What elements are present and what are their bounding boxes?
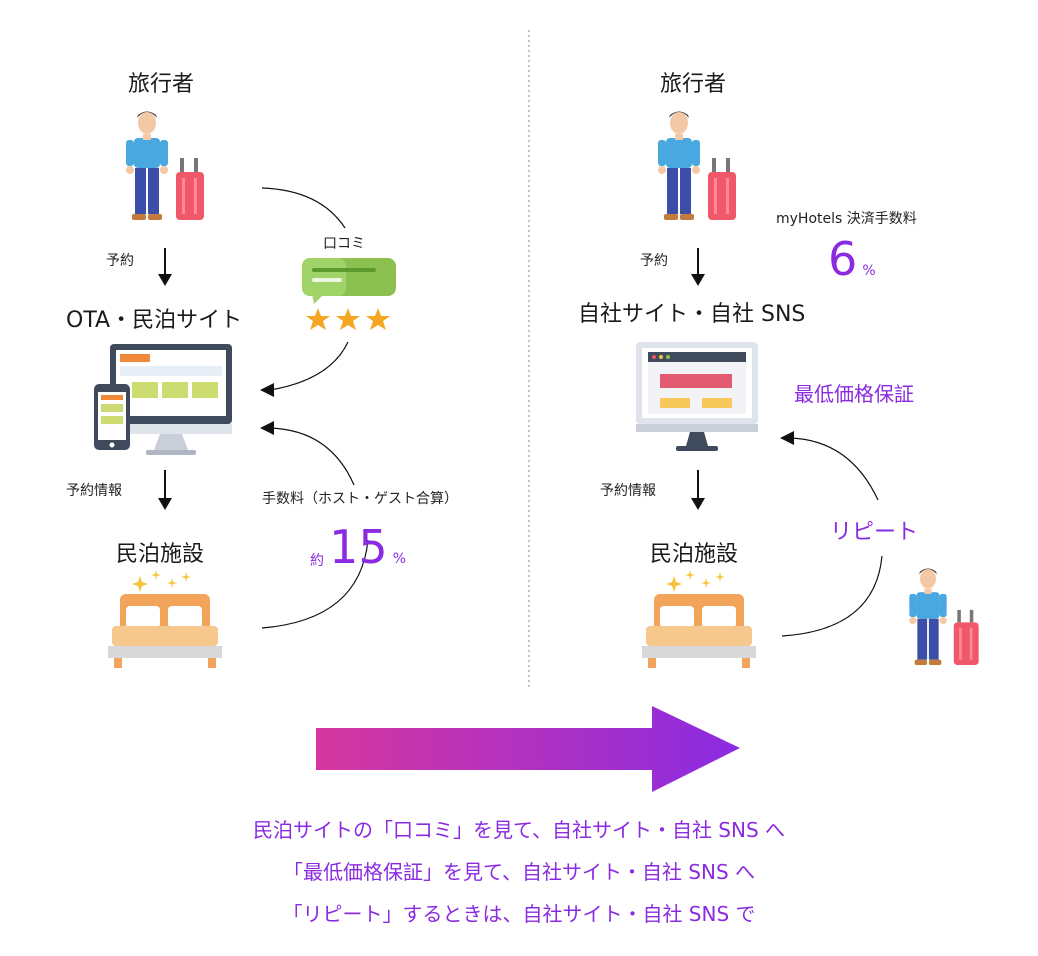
sparkle-icon xyxy=(666,570,725,592)
left-curves xyxy=(260,187,369,629)
left-reserve-info-label: 予約情報 xyxy=(66,483,122,499)
caption-line-1: 民泊サイトの「口コミ」を見て、自社サイト・自社 SNS へ xyxy=(252,818,786,842)
caption-line-2: 「最低価格保証」を見て、自社サイト・自社 SNS へ xyxy=(282,860,756,884)
left-facility-label: 民泊施設 xyxy=(116,542,205,567)
fee-unit: % xyxy=(392,551,407,567)
bed-icon xyxy=(108,570,222,668)
left-arrow-down-1 xyxy=(158,248,172,286)
settlement-unit: % xyxy=(862,263,876,279)
own-site-title: 自社サイト・自社 SNS xyxy=(578,302,806,327)
sparkle-icon xyxy=(132,570,191,592)
reviews-label: 口コミ xyxy=(323,236,365,252)
left-reserve-label: 予約 xyxy=(106,253,134,269)
repeat-label: リピート xyxy=(830,520,919,545)
right-arrow-down-2 xyxy=(691,470,705,510)
review-bubble-icon xyxy=(302,258,396,330)
right-arrow-down-1 xyxy=(691,248,705,286)
left-arrow-down-2 xyxy=(158,470,172,510)
traveler-icon xyxy=(658,111,736,220)
fee-value-group: 約 15 % xyxy=(310,524,406,570)
fee-value: 15 xyxy=(329,520,388,574)
caption-line-3: 「リピート」するときは、自社サイト・自社 SNS で xyxy=(282,902,756,926)
bed-icon xyxy=(642,570,756,668)
right-curves xyxy=(780,431,883,637)
center-divider xyxy=(528,30,530,690)
right-reserve-label: 予約 xyxy=(640,253,668,269)
settlement-label: myHotels 決済手数料 xyxy=(776,211,917,227)
star-icon xyxy=(306,308,390,330)
fee-prefix: 約 xyxy=(310,553,324,569)
right-traveler-label: 旅行者 xyxy=(660,72,727,97)
settlement-value: 6 xyxy=(828,232,858,286)
transition-arrow xyxy=(316,706,740,792)
right-facility-label: 民泊施設 xyxy=(650,542,739,567)
left-traveler-label: 旅行者 xyxy=(128,72,195,97)
settlement-value-group: 6 % xyxy=(828,236,876,282)
fee-label: 手数料（ホスト・ゲスト合算） xyxy=(262,491,458,507)
devices-icon xyxy=(94,344,232,455)
ota-title: OTA・民泊サイト xyxy=(66,308,243,333)
monitor-icon xyxy=(636,342,758,451)
lowest-price-label: 最低価格保証 xyxy=(794,382,914,406)
traveler-icon xyxy=(909,568,979,665)
traveler-icon xyxy=(126,111,204,220)
right-reserve-info-label: 予約情報 xyxy=(600,483,656,499)
